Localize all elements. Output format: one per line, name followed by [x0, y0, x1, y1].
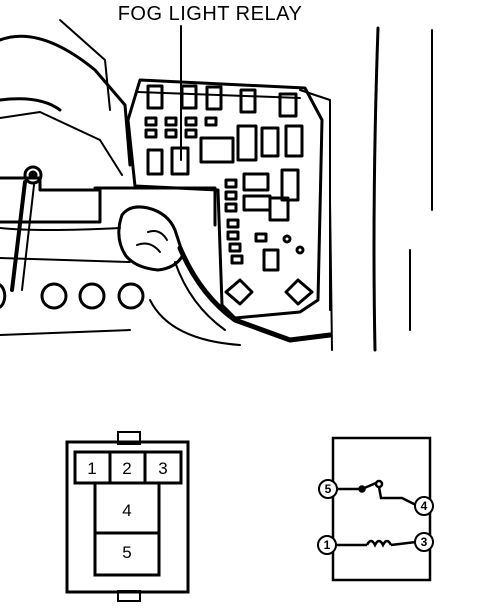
fog-light-relay-part: [170, 146, 190, 176]
connector-pin-4: 4: [122, 501, 131, 520]
connector-latch: [117, 431, 141, 445]
switch-arm: [361, 481, 377, 491]
top-fuse-row: [146, 84, 298, 118]
connector-housing: [65, 440, 190, 594]
connector-pin-3: 3: [158, 459, 167, 478]
schematic-terminal-4: 4: [421, 499, 428, 513]
schematic-terminal-5: 5: [325, 482, 332, 496]
engine-bay-illustration: [0, 19, 433, 352]
connector-pin-5: 5: [122, 543, 131, 562]
relay-connector-pin-view: [65, 431, 190, 602]
schematic-terminals: [317, 479, 434, 555]
figure-caption: FOG LIGHT RELAY: [117, 3, 303, 25]
schematic-terminal-1: 1: [324, 538, 331, 552]
relay-schematic: [331, 436, 432, 582]
fuse-relay-box: [126, 78, 324, 320]
connector-pin-1: 1: [87, 459, 96, 478]
relay-coil: [365, 539, 393, 548]
schematic-outline: [331, 436, 432, 582]
connector-pin-2: 2: [122, 459, 131, 478]
schematic-terminal-3: 3: [421, 535, 428, 549]
